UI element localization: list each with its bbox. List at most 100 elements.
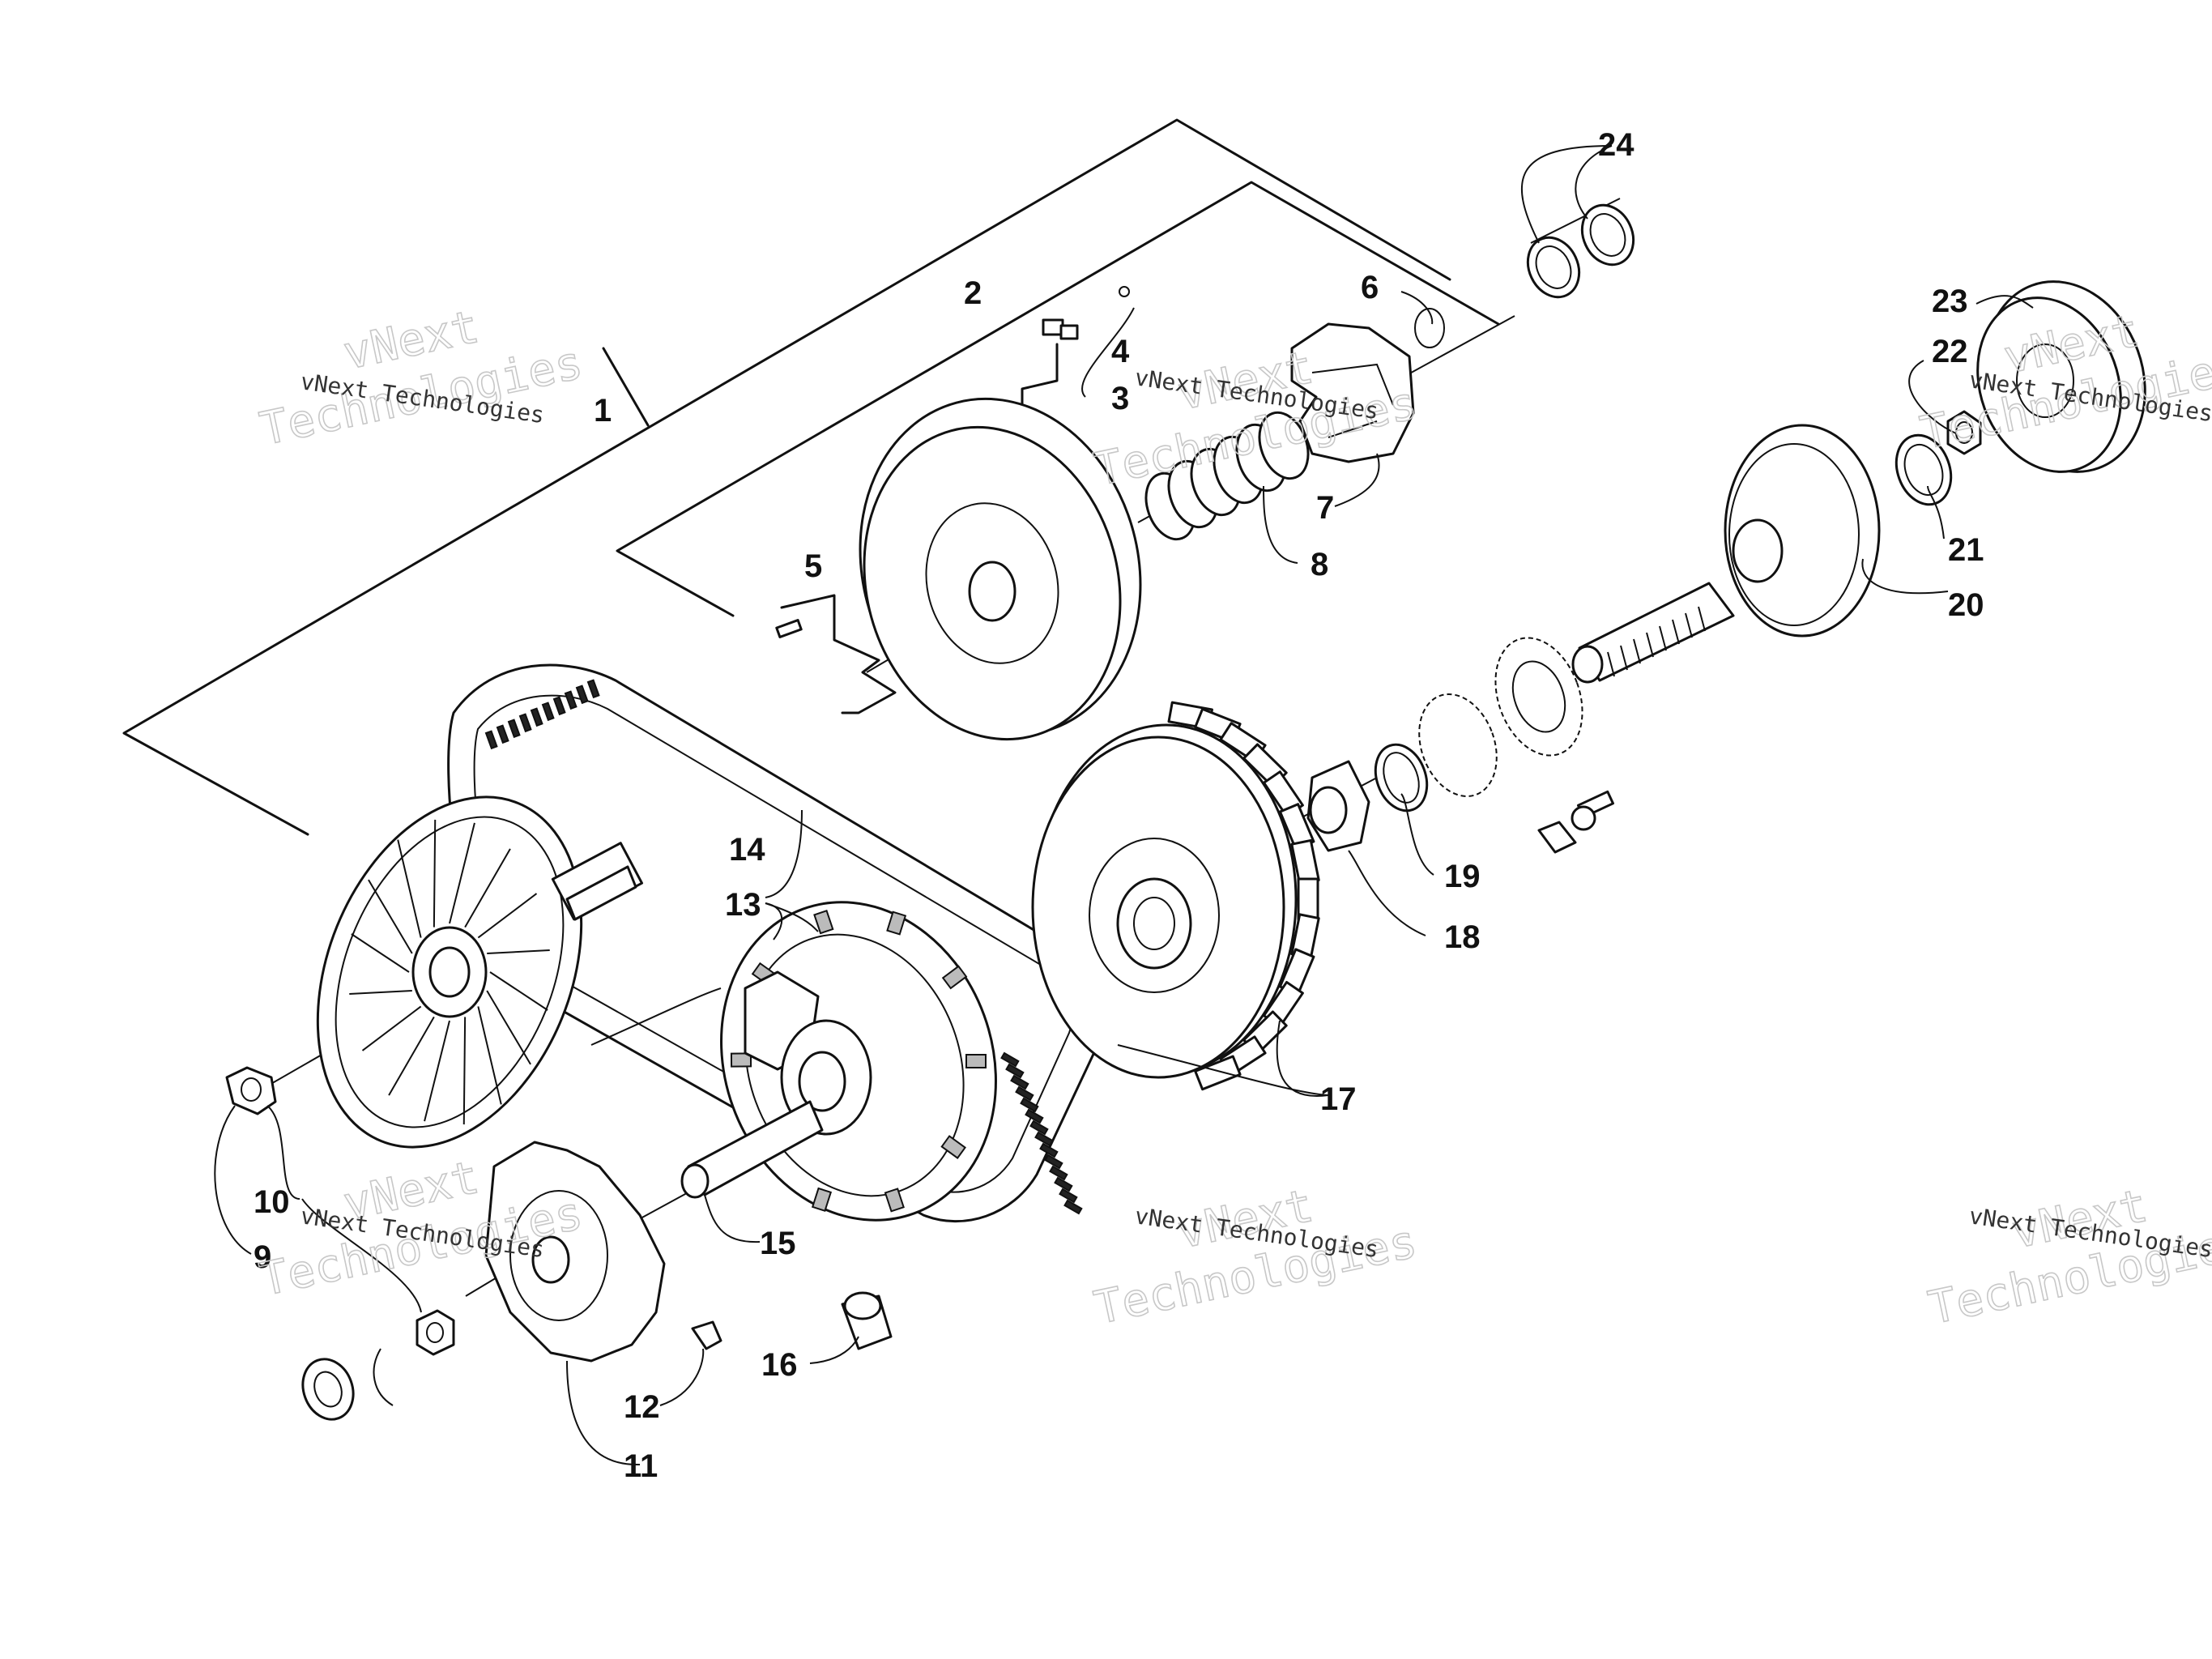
callout-23: 23 [1932,284,1968,319]
belt-tooth [1025,1108,1044,1124]
spoke [486,990,531,1065]
seal-ring [301,1358,355,1421]
spline [1633,638,1641,664]
fin [1194,1055,1242,1091]
spoke [462,1017,467,1125]
spoke [424,1020,450,1122]
belt-tooth [552,696,566,716]
watermark-big: vNext Technologies [255,300,588,457]
callout-3: 3 [1111,381,1129,416]
callout-labels: 24 2 6 4 3 1 23 22 7 8 5 21 20 19 14 13 … [254,127,1984,1484]
spoke [388,1016,435,1096]
callout-21: 21 [1948,532,1984,568]
small-pin [775,619,803,638]
belt-tooth [484,730,498,750]
one-way-clutch [1976,280,2146,473]
belt-tooth [575,684,589,705]
belt-tooth [586,679,600,699]
drive-shaft-hub [1571,424,1881,684]
spider-assembly [484,1141,666,1363]
washers-pair [1526,203,1635,299]
roller [813,909,834,935]
bushing [1306,760,1370,852]
shaft-splines [1607,606,1706,677]
callout-13: 13 [725,887,761,923]
fixed-sheave-finned [1031,701,1320,1091]
leader-lines [214,145,2034,1466]
callout-11: 11 [624,1448,658,1484]
roller [941,965,968,990]
clip-part [1042,318,1079,340]
callout-12: 12 [624,1389,660,1425]
callout-22: 22 [1932,334,1968,369]
spoke [477,1006,502,1105]
spoke [487,949,550,955]
belt-tooth [1010,1074,1029,1090]
bearing-outline-large [1494,637,1583,757]
belt-tooth [564,690,578,710]
compression-spring [1144,411,1310,541]
snap-ring [1414,308,1445,348]
callout-16: 16 [761,1347,798,1383]
movable-sheave-disc [859,397,1142,741]
lock-nut-10 [416,1309,455,1356]
callout-4: 4 [1111,334,1130,369]
bolt-and-plate [1537,790,1615,854]
callout-7: 7 [1316,490,1334,526]
spoke [397,839,422,938]
sheave-spokes [349,819,550,1125]
belt-tooth [1049,1165,1068,1181]
belt-teeth [484,679,1083,1215]
belt-tooth [518,713,532,733]
spoke [489,971,548,1011]
spoke [351,933,410,973]
small-screw [1119,286,1130,297]
roller [886,911,907,936]
fin [1297,877,1319,921]
spider-cam [1290,322,1415,463]
callout-5: 5 [804,548,822,584]
roller [940,1135,966,1159]
callout-6: 6 [1361,270,1379,305]
belt-tooth [1015,1085,1034,1102]
spring-clip-12 [691,1320,722,1350]
roller [811,1187,833,1213]
callout-10: 10 [254,1184,290,1220]
spline [1672,619,1680,645]
belt-tooth [541,702,555,722]
callout-15: 15 [760,1226,796,1261]
callout-24: 24 [1598,127,1634,163]
belt-tooth [1063,1199,1083,1215]
spoke [477,893,538,939]
belt-tooth [1034,1131,1054,1147]
spoke [449,822,475,924]
callout-18: 18 [1444,919,1481,955]
spoke [368,879,413,954]
callout-20: 20 [1948,587,1984,623]
roller [884,1188,905,1213]
callout-9: 9 [254,1239,271,1275]
belt-tooth [496,724,509,744]
spoke [464,848,511,928]
o-ring [1374,743,1429,812]
belt-tooth [1039,1142,1059,1158]
retaining-ring [373,1348,394,1406]
belt-tooth [507,719,521,739]
belt-tooth [1044,1154,1063,1170]
hex-nut-9 [225,1066,277,1115]
spline [1685,612,1693,638]
roller [965,1054,987,1068]
callout-8: 8 [1311,547,1328,582]
belt-tooth [1029,1120,1049,1136]
callout-19: 19 [1444,859,1481,894]
spline [1698,606,1706,632]
needle-bearing-16 [841,1291,893,1350]
spoke [433,819,437,928]
belt-tooth [1059,1188,1078,1204]
spline [1607,651,1615,677]
belt-tooth [1000,1051,1020,1068]
spoke [361,1005,422,1051]
shaft-sleeve [565,865,824,1199]
callout-1: 1 [594,393,612,429]
